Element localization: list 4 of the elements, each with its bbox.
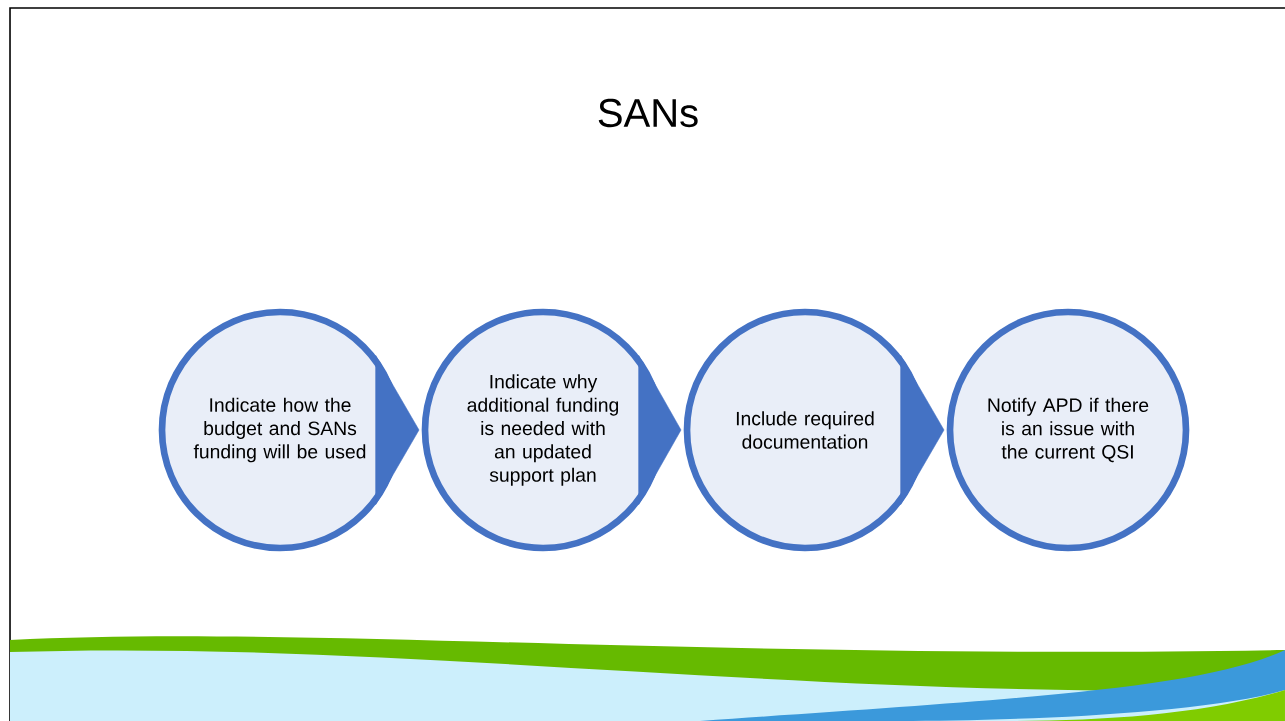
chevron-pointer xyxy=(638,355,682,505)
title: SANs xyxy=(598,98,698,128)
chevron-pointer xyxy=(900,355,945,505)
chevron-pointer xyxy=(375,355,420,505)
